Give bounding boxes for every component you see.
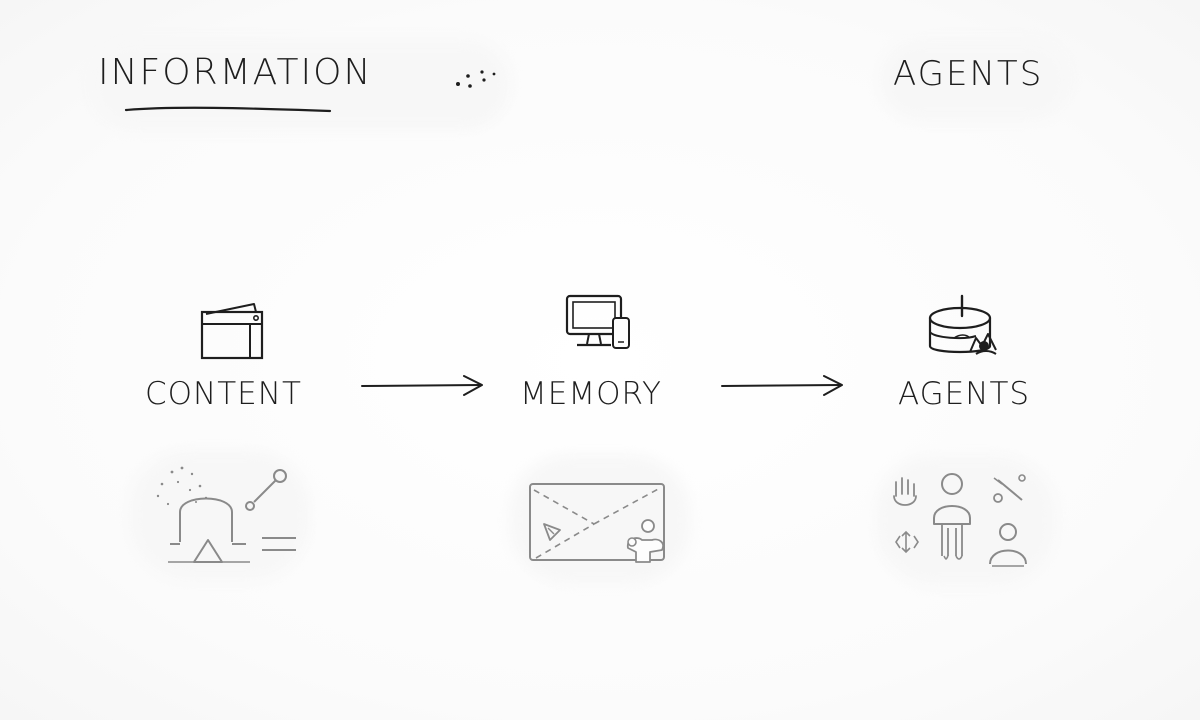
header-left-backdrop (90, 40, 510, 130)
header-left-title: INFORMATION (98, 52, 373, 93)
memory-sub-backdrop (510, 455, 690, 585)
flow-arrow-content-to-memory (361, 375, 483, 396)
memory-board-icon (526, 480, 676, 570)
node-label-agents: AGENTS (898, 376, 1031, 412)
header-underline (124, 106, 332, 113)
header-right-title: AGENTS (893, 54, 1044, 94)
node-label-memory: MEMORY (520, 376, 662, 412)
flow-arrow-memory-to-agents (721, 375, 843, 396)
ellipsis-dots-icon (456, 70, 496, 88)
agents-people-icon (886, 470, 1036, 570)
browser-window-icon (196, 298, 268, 362)
header-right-backdrop (880, 40, 1070, 120)
node-label-content: CONTENT (145, 376, 302, 412)
monitor-phone-icon (563, 292, 637, 354)
content-sketch-icon (150, 462, 310, 572)
database-agent-icon (924, 294, 1004, 364)
